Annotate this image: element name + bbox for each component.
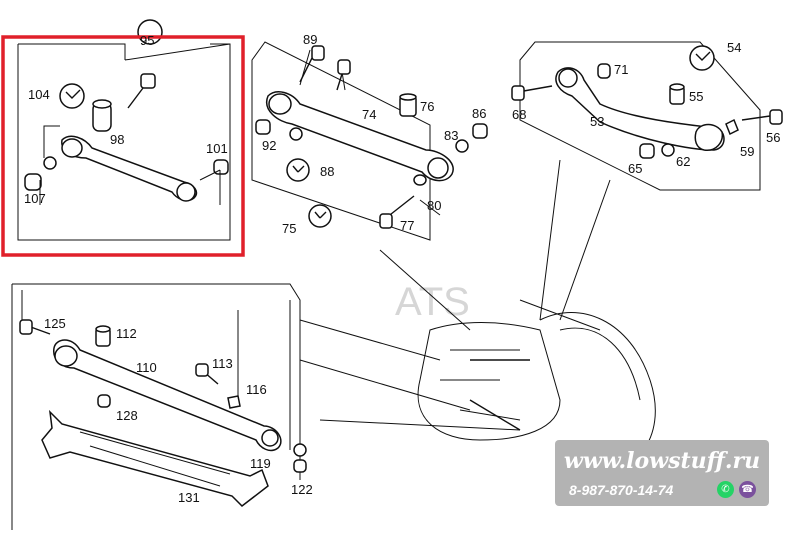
group-arm-95 (17, 19, 231, 241)
viber-icon: ☎ (739, 481, 756, 498)
label-125: 125 (44, 316, 66, 331)
label-131: 131 (178, 490, 200, 505)
label-71: 71 (614, 62, 628, 77)
label-86: 86 (472, 106, 486, 121)
label-89: 89 (303, 32, 317, 47)
label-128: 128 (116, 408, 138, 423)
label-53: 53 (590, 114, 604, 129)
label-56: 56 (766, 130, 780, 145)
label-101: 101 (206, 141, 228, 156)
label-113: 113 (212, 356, 233, 371)
label-75: 75 (282, 221, 296, 236)
label-107: 107 (24, 191, 46, 206)
label-68: 68 (512, 107, 526, 122)
label-76: 76 (420, 99, 434, 114)
group-arm-53 (511, 41, 783, 191)
label-74: 74 (362, 107, 376, 122)
highlight-box (1, 35, 245, 257)
part-labels: 95 104 98 101 107 89 74 76 86 92 83 88 8… (24, 32, 780, 505)
label-98: 98 (110, 132, 124, 147)
label-80: 80 (427, 198, 441, 213)
label-55: 55 (689, 89, 703, 104)
watermark-badge: www.lowstuff.ru 8-987-870-14-74 ✆ ☎ (555, 440, 769, 506)
label-65: 65 (628, 161, 642, 176)
group-arm-110 (11, 283, 307, 530)
whatsapp-icon: ✆ (717, 481, 734, 498)
label-112: 112 (116, 326, 137, 341)
label-62: 62 (676, 154, 690, 169)
hub-assembly (299, 159, 656, 472)
label-54: 54 (727, 40, 741, 55)
label-95: 95 (140, 33, 154, 48)
label-104: 104 (28, 87, 50, 102)
label-92: 92 (262, 138, 276, 153)
watermark-phone: 8-987-870-14-74 (569, 482, 674, 498)
watermark-site: www.lowstuff.ru (563, 448, 761, 474)
label-83: 83 (444, 128, 458, 143)
label-116: 116 (246, 382, 267, 397)
label-110: 110 (136, 360, 157, 375)
label-119: 119 (250, 456, 271, 471)
label-122: 122 (291, 482, 313, 497)
label-59: 59 (740, 144, 754, 159)
background-watermark-text: ATS (395, 280, 470, 324)
label-77: 77 (400, 218, 414, 233)
label-88: 88 (320, 164, 334, 179)
group-arm-74 (251, 41, 488, 241)
